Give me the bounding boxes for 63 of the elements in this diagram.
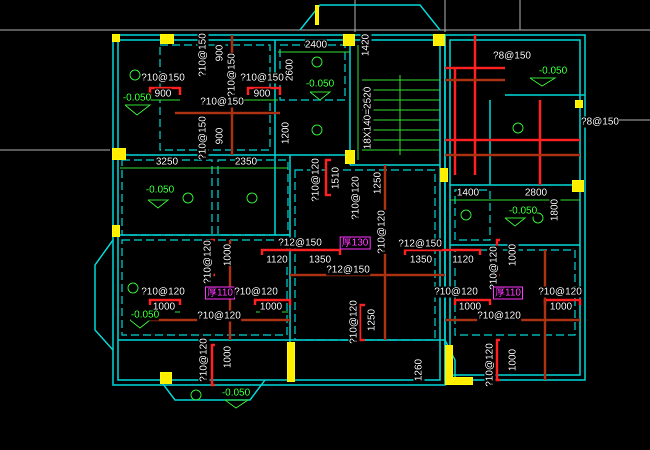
dimension-text: 1400 [456, 188, 480, 198]
rebar-spec: ?12@150 [278, 238, 322, 248]
dimension-text: 1250 [366, 308, 378, 332]
rebar-spec: ?10@120 [538, 286, 582, 298]
dimension-text: 3250 [156, 156, 178, 168]
rebar-spec: ?10@150 [141, 72, 185, 84]
rebar-spec: ?10@120 [484, 343, 496, 387]
dimension-text: 1350 [410, 254, 432, 266]
dimension-text: 18X140=2520 [362, 86, 374, 150]
dimension-text: 1120 [266, 254, 288, 266]
dimension-text: 1250 [372, 172, 384, 194]
dimension-text: 2400 [304, 40, 328, 50]
rebar-spec: ?10@120 [234, 286, 278, 298]
rebar-spec: ?10@150 [198, 33, 208, 77]
elevation-mark: -0.050 [538, 66, 568, 76]
thickness-tag: 厚110 [493, 286, 523, 300]
rebar-spec: ?10@120 [350, 176, 362, 220]
dimension-text: 1000 [550, 302, 572, 312]
rebar-spec: ?10@120 [376, 210, 388, 254]
elevation-mark: -0.050 [306, 78, 334, 90]
dimension-text: 2800 [524, 188, 548, 198]
dimension-text: 1510 [330, 166, 342, 190]
dimension-text: 1000 [458, 302, 482, 312]
dimension-text: 900 [154, 88, 172, 100]
dimension-text: 900 [214, 44, 226, 62]
dimension-text: 1000 [222, 244, 234, 266]
dimension-text: 1000 [508, 348, 518, 372]
dimension-text: 1120 [452, 254, 474, 266]
dimension-text: 2350 [234, 156, 258, 168]
rebar-spec: ?10@120 [310, 158, 322, 202]
dimension-text: 1200 [280, 122, 292, 144]
rebar-spec: ?10@120 [434, 286, 478, 298]
dimension-text: 1000 [508, 244, 518, 266]
rebar-spec: ?10@150 [200, 96, 244, 108]
rebar-spec: ?12@150 [326, 264, 370, 276]
thickness-tag: 厚130 [340, 236, 370, 250]
elevation-mark: -0.050 [130, 310, 160, 320]
rebar-spec: ?10@150 [240, 72, 284, 84]
rebar-spec: ?10@120 [477, 310, 521, 322]
rebar-spec: ?12@150 [398, 238, 442, 250]
dimension-text: 1350 [308, 254, 332, 266]
dimension-text: 1420 [360, 34, 372, 56]
elevation-mark: -0.050 [222, 388, 250, 398]
elevation-mark: -0.050 [146, 184, 174, 196]
dimension-text: 900 [254, 88, 270, 100]
rebar-spec: ?10@120 [197, 310, 241, 322]
dimension-text: 1800 [550, 198, 560, 222]
rebar-spec: ?10@150 [198, 116, 208, 160]
rebar-spec: ?10@120 [348, 300, 360, 344]
thickness-tag: 厚110 [205, 286, 235, 300]
rebar-spec: ?10@120 [198, 338, 210, 382]
rebar-spec: ?10@150 [226, 53, 238, 97]
dimension-text: 1260 [414, 358, 424, 382]
dimension-text: 1000 [222, 346, 234, 368]
dimension-text: 2600 [284, 58, 296, 82]
elevation-mark: -0.050 [508, 206, 538, 216]
elevation-mark: -0.050 [122, 92, 152, 104]
rebar-spec: ?8@150 [581, 116, 619, 128]
rebar-spec: ?8@150 [493, 50, 531, 62]
dimension-text: 900 [214, 128, 226, 144]
rebar-spec: ?10@120 [202, 240, 214, 284]
rebar-spec: ?10@120 [141, 286, 185, 298]
dimension-text: 1000 [260, 302, 282, 312]
